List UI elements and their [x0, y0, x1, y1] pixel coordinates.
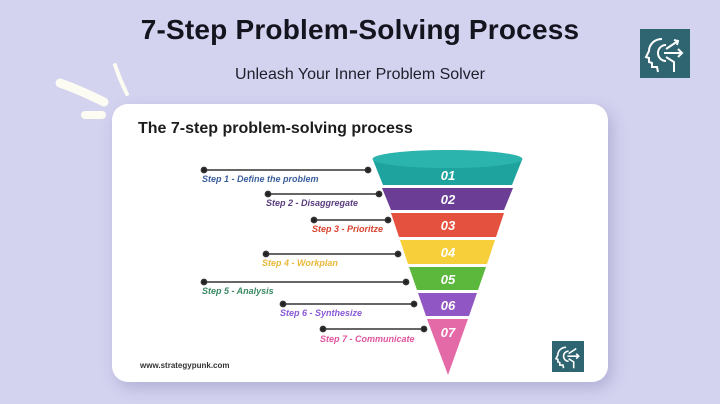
step-number-07: 07	[441, 325, 456, 340]
step-number-05: 05	[441, 272, 456, 287]
step-label-4: Step 4 - Workplan	[262, 258, 338, 268]
funnel-segment-07	[427, 319, 468, 375]
step-label-2: Step 2 - Disaggregate	[266, 198, 359, 208]
decorative-spark-strokes	[55, 63, 129, 119]
step-number-02: 02	[441, 192, 456, 207]
step-number-06: 06	[441, 298, 456, 313]
footer-url: www.strategypunk.com	[140, 361, 230, 370]
step-label-1: Step 1 - Define the problem	[202, 174, 319, 184]
head-arrows-icon	[640, 29, 690, 78]
funnel-segment-02	[382, 188, 513, 210]
funnel-segment-03	[391, 213, 504, 237]
step-label-3: Step 3 - Prioritze	[312, 224, 384, 234]
step-number-01: 01	[441, 168, 455, 183]
funnel-segment-06	[418, 293, 477, 316]
step-label-7: Step 7 - Communicate	[320, 334, 415, 344]
page-title: 7-Step Problem-Solving Process	[140, 14, 580, 45]
step-label-5: Step 5 - Analysis	[202, 286, 274, 296]
content-card	[112, 104, 608, 382]
step-label-6: Step 6 - Synthesize	[280, 308, 363, 318]
funnel-segment-05	[409, 267, 486, 290]
step-number-04: 04	[441, 245, 456, 260]
funnel-segment-01	[372, 150, 523, 185]
step-number-03: 03	[441, 218, 456, 233]
page-subtitle: Unleash Your Inner Problem Solver	[235, 66, 485, 83]
funnel-segment-04	[400, 240, 495, 264]
head-arrows-icon	[552, 341, 584, 372]
card-title: The 7-step problem-solving process	[138, 120, 413, 137]
